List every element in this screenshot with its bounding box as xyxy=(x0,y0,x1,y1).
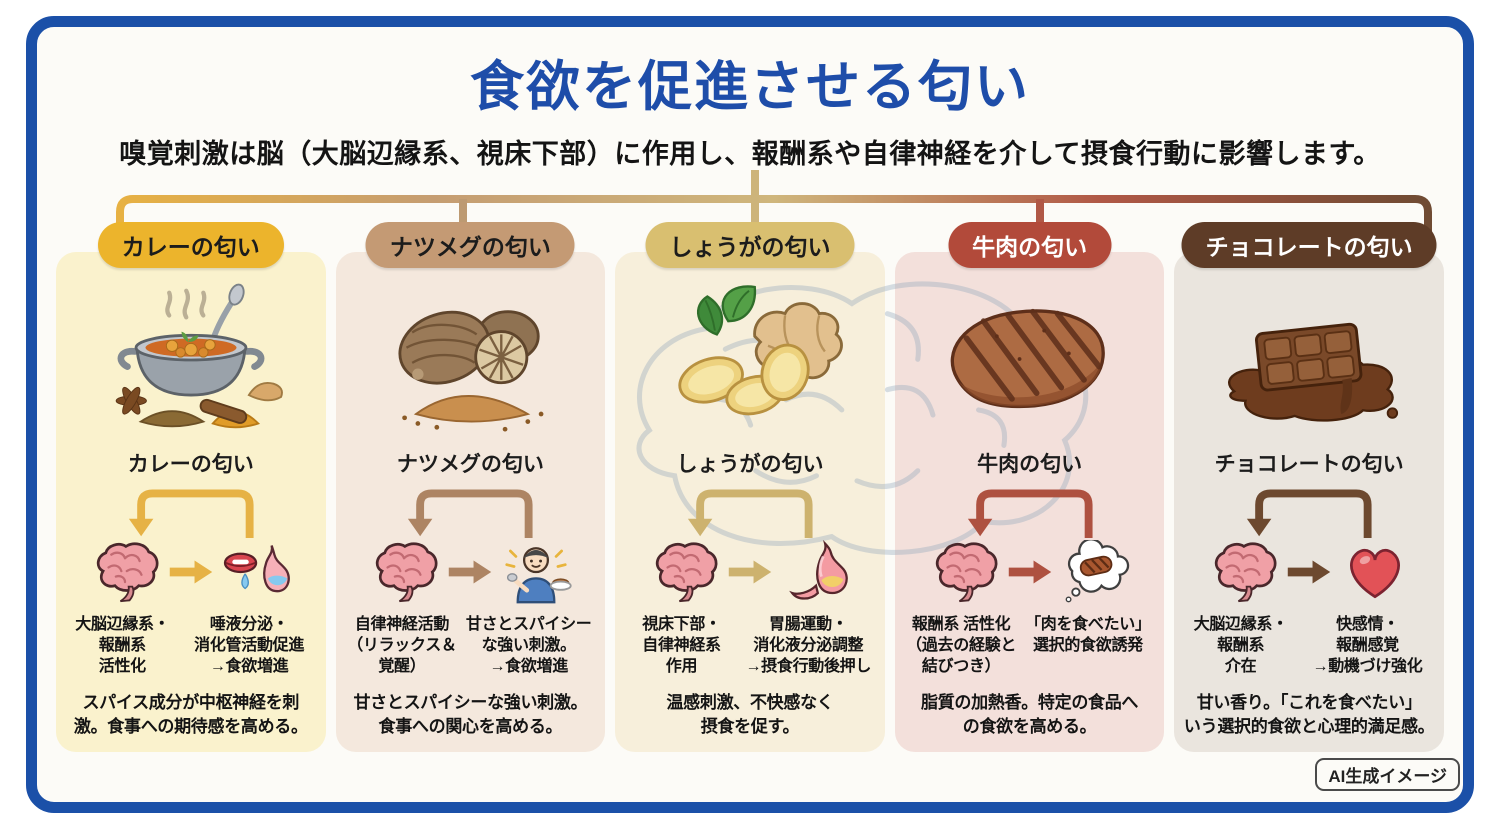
beef-illustration xyxy=(903,274,1157,446)
food-label-nutmeg: ナツメグの匂い xyxy=(396,453,544,476)
curry-illustration xyxy=(64,274,318,446)
column-summary: 脂質の加熱香。特定の食品へ の食欲を高める。 xyxy=(921,693,1139,737)
brain-effect-text: 大脳辺縁系・ 報酬系 活性化 xyxy=(75,616,170,676)
chocolate-illustration xyxy=(1182,274,1436,446)
heart-icon xyxy=(1350,548,1401,599)
panel-curry: カレーの匂い xyxy=(56,222,326,752)
bracket-arrow xyxy=(623,482,877,538)
arrow-right-icon xyxy=(449,560,492,584)
brain-icon xyxy=(376,542,438,603)
food-label-curry: カレーの匂い xyxy=(127,453,254,476)
food-label-chocolate: チョコレートの匂い xyxy=(1214,453,1404,476)
body-effect-text: 快感情・ 報酬感覚 →動機づけ強化 xyxy=(1312,616,1423,676)
brain-icon xyxy=(655,542,718,603)
brain-effect-text: 自律神経活動 （リラックス＆ 覚醒） xyxy=(347,616,457,676)
arrow-right-icon xyxy=(1287,560,1331,584)
chocolate-bar-icon xyxy=(1228,322,1399,422)
person-eating-icon xyxy=(505,547,573,604)
nutmeg-icon xyxy=(398,310,544,432)
bracket-arrow xyxy=(344,482,598,538)
nutmeg-illustration xyxy=(344,274,598,446)
brain-icon xyxy=(935,542,998,603)
column-summary: スパイス成分が中枢神経を刺 激。食事への期待感を高める。 xyxy=(73,693,308,737)
arrow-right-icon xyxy=(1008,560,1051,584)
steak-icon xyxy=(950,308,1105,409)
page-title: 食欲を促進させる匂い xyxy=(470,57,1030,117)
header-pill-ginger: しょうがの匂い xyxy=(645,222,855,268)
smell-columns: カレーの匂い xyxy=(56,222,1444,752)
panel-beef: 牛肉の匂い 牛肉の匂い xyxy=(894,222,1165,752)
ginger-illustration xyxy=(623,274,877,446)
brain-effect-text: 視床下部・ 自律神経系 作用 xyxy=(642,616,721,676)
ginger-icon xyxy=(678,285,843,416)
brain-icon xyxy=(1214,542,1277,603)
panel-ginger: しょうがの匂い しょうがの匂い xyxy=(615,222,885,752)
column-summary: 温感刺激、不快感なく 摂食を促す。 xyxy=(666,693,834,737)
column-summary: 甘さとスパイシーな強い刺激。 食事への関心を高める。 xyxy=(353,693,588,737)
bracket-arrow xyxy=(903,482,1157,538)
mouth-stomach-icon xyxy=(223,545,290,593)
branch-connector xyxy=(116,170,1432,240)
stomach-icon xyxy=(789,540,848,600)
header-pill-nutmeg: ナツメグの匂い xyxy=(365,222,575,268)
ai-generated-badge: AI生成イメージ xyxy=(1315,758,1460,791)
arrow-right-icon xyxy=(169,560,213,584)
panel-nutmeg: ナツメグの匂い ナツメグの匂い xyxy=(335,222,606,752)
arrow-right-icon xyxy=(728,560,772,584)
column-summary: 甘い香り。「これを食べたい」 いう選択的食欲と心理的満足感。 xyxy=(1183,693,1435,737)
curry-pot-icon xyxy=(115,283,283,429)
bracket-arrow xyxy=(64,482,318,538)
thought-bubble-steak-icon xyxy=(1065,540,1129,603)
panel-chocolate: チョコレートの匂い チョコレートの匂い xyxy=(1174,222,1444,752)
header-pill-chocolate: チョコレートの匂い xyxy=(1181,222,1437,268)
header-pill-curry: カレーの匂い xyxy=(97,222,284,268)
brain-effect-text: 大脳辺縁系・ 報酬系 介在 xyxy=(1193,616,1289,676)
body-effect-text: 胃腸運動・ 消化液分泌調整 →摂食行動後押し xyxy=(745,616,872,676)
brain-effect-text: 報酬系 活性化 （過去の経験と 結びつき） xyxy=(906,616,1017,676)
body-effect-text: 甘さとスパイシー な強い刺激。 →食欲増進 xyxy=(465,616,592,676)
food-label-ginger: しょうがの匂い xyxy=(676,453,824,476)
brain-icon xyxy=(96,542,159,603)
body-effect-text: 「肉を食べたい」 選択的食欲誘発 xyxy=(1025,616,1151,655)
page-subtitle: 嗅覚刺激は脳（大脳辺縁系、視床下部）に作用し、報酬系や自律神経を介して摂食行動に… xyxy=(119,139,1381,169)
body-effect-text: 唾液分泌・ 消化管活動促進 →食欲増進 xyxy=(194,616,305,676)
bracket-arrow xyxy=(1182,482,1436,538)
header-pill-beef: 牛肉の匂い xyxy=(948,222,1112,268)
food-label-beef: 牛肉の匂い xyxy=(977,453,1083,476)
